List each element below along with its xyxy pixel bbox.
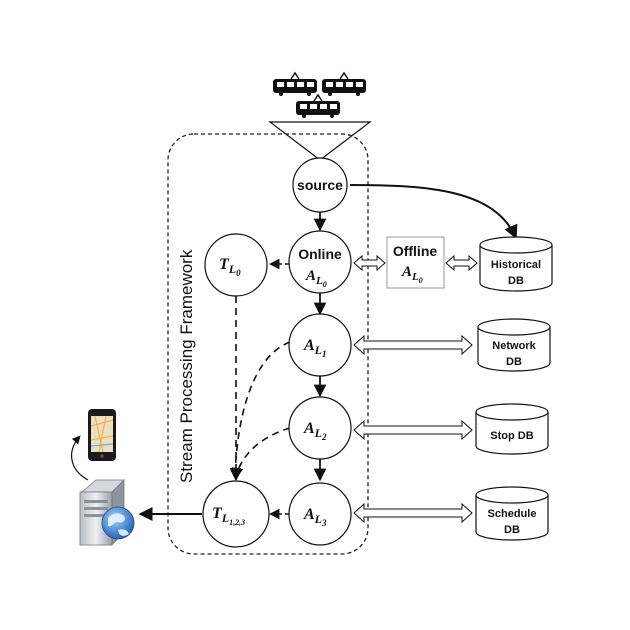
svg-text:DB: DB bbox=[504, 524, 520, 536]
node-al2: AL2 bbox=[288, 396, 352, 460]
node-tl0: TL0 bbox=[204, 233, 268, 297]
svg-text:DB: DB bbox=[508, 275, 524, 287]
tram-icons bbox=[273, 71, 366, 118]
svg-text:TL0: TL0 bbox=[219, 256, 241, 278]
double-arrow-offline-historical bbox=[445, 254, 478, 272]
svg-text:AL3: AL3 bbox=[303, 506, 327, 528]
input-funnel bbox=[268, 121, 372, 161]
stop-db: Stop DB bbox=[475, 403, 549, 455]
svg-text:Historical: Historical bbox=[491, 259, 541, 271]
node-source: source bbox=[292, 157, 348, 213]
node-tl123: TL1,2,3 bbox=[202, 480, 270, 548]
svg-text:AL2: AL2 bbox=[303, 420, 327, 442]
smartphone-map-icon bbox=[88, 409, 116, 461]
network-db: Network DB bbox=[477, 318, 551, 372]
offline-al0-box: Offline AL0 bbox=[386, 236, 445, 289]
tram-icon bbox=[273, 71, 317, 96]
tram-icon bbox=[296, 93, 340, 118]
svg-text:AL0: AL0 bbox=[401, 264, 423, 285]
svg-text:AL0: AL0 bbox=[305, 268, 327, 289]
svg-text:source: source bbox=[297, 177, 343, 193]
tram-icon bbox=[322, 71, 366, 96]
arrow-al1-tl123 bbox=[229, 341, 291, 480]
double-arrow-al1-network bbox=[353, 334, 473, 356]
historical-db: Historical DB bbox=[479, 236, 553, 292]
double-arrow-online-offline bbox=[353, 254, 386, 272]
svg-text:AL1: AL1 bbox=[303, 337, 327, 359]
svg-text:Network: Network bbox=[492, 340, 536, 352]
svg-text:TL1,2,3: TL1,2,3 bbox=[212, 505, 245, 527]
svg-text:Stop DB: Stop DB bbox=[490, 430, 533, 442]
svg-text:Schedule: Schedule bbox=[488, 508, 537, 520]
schedule-db: Schedule DB bbox=[475, 486, 549, 541]
svg-text:DB: DB bbox=[506, 356, 522, 368]
arrow-al2-tl123 bbox=[232, 427, 291, 480]
double-arrow-al3-schedule bbox=[353, 502, 473, 524]
arrow-source-historical bbox=[349, 184, 518, 240]
web-server-icon bbox=[79, 479, 135, 547]
node-online-al0: Online AL0 bbox=[288, 230, 352, 294]
framework-label: Stream Processing Framework bbox=[177, 249, 196, 483]
arrow-server-phone bbox=[71, 435, 89, 481]
svg-text:Offline: Offline bbox=[393, 243, 438, 259]
node-al3: AL3 bbox=[288, 482, 352, 546]
double-arrow-al2-stop bbox=[353, 419, 473, 441]
node-al1: AL1 bbox=[288, 313, 352, 377]
svg-text:Online: Online bbox=[298, 246, 342, 262]
